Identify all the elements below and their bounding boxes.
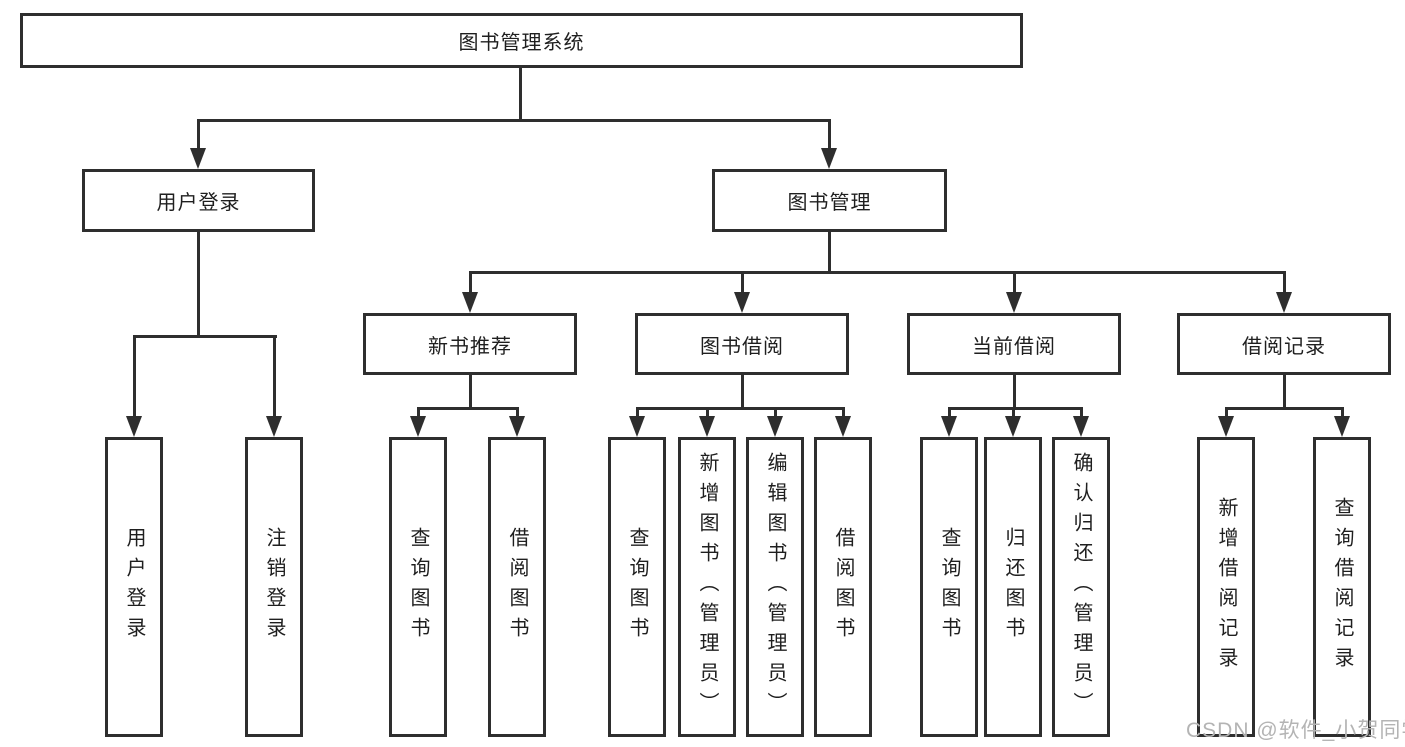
connector [636,407,845,410]
leaf-borrow-books: 借阅图书 [814,437,872,737]
node-user-login-label: 用户登录 [156,192,241,214]
connector [1283,375,1286,407]
connector [828,232,831,271]
connector [636,407,639,416]
arrowhead [1005,416,1021,437]
leaf-add-books-admin-label: 新增图书（管理员） [696,452,718,722]
leaf-query-books-current-label: 查询图书 [938,527,960,647]
connector [1012,407,1015,416]
leaf-query-books-borrowing: 查询图书 [608,437,666,737]
arrowhead [629,416,645,437]
arrowhead [509,416,525,437]
leaf-add-borrow-record: 新增借阅记录 [1197,437,1255,737]
connector [469,375,472,407]
connector [741,271,744,292]
leaf-query-books-recommend: 查询图书 [389,437,447,737]
node-borrowing-records: 借阅记录 [1177,313,1391,375]
arrowhead [266,416,282,437]
connector [1013,375,1016,407]
connector [197,119,831,122]
connector [948,407,1083,410]
connector [1013,271,1016,292]
arrowhead [1276,292,1292,313]
connector [706,407,709,416]
leaf-return-books-label: 归还图书 [1002,527,1024,647]
arrowhead [1218,416,1234,437]
leaf-return-books: 归还图书 [984,437,1042,737]
connector [1080,407,1083,416]
connector [828,119,831,148]
leaf-borrow-books-label: 借阅图书 [832,527,854,647]
node-root-label: 图书管理系统 [458,32,585,54]
arrowhead [126,416,142,437]
arrowhead [1006,292,1022,313]
arrowhead [1073,416,1089,437]
leaf-add-books-admin: 新增图书（管理员） [678,437,736,737]
node-book-management-label: 图书管理 [787,192,872,214]
leaf-confirm-return-admin: 确认归还（管理员） [1052,437,1110,737]
connector [469,271,472,292]
connector [273,335,276,416]
connector [1225,407,1344,410]
leaf-borrow-books-recommend: 借阅图书 [488,437,546,737]
arrowhead [462,292,478,313]
leaf-query-borrow-record-label: 查询借阅记录 [1331,497,1353,677]
connector [741,375,744,407]
arrowhead [699,416,715,437]
connector [1283,271,1286,292]
connector [197,119,200,148]
arrowhead [1334,416,1350,437]
connector [133,335,136,416]
leaf-user-login-label: 用户登录 [123,527,145,647]
node-user-login: 用户登录 [82,169,315,232]
arrowhead [734,292,750,313]
leaf-edit-books-admin-label: 编辑图书（管理员） [764,452,786,722]
node-new-book-recommend: 新书推荐 [363,313,577,375]
leaf-add-borrow-record-label: 新增借阅记录 [1215,497,1237,677]
arrowhead [821,148,837,169]
node-borrowing-records-label: 借阅记录 [1242,335,1326,358]
node-current-borrowing: 当前借阅 [907,313,1121,375]
connector [519,68,522,119]
connector [948,407,951,416]
leaf-edit-books-admin: 编辑图书（管理员） [746,437,804,737]
node-book-borrowing-label: 图书借阅 [700,335,784,358]
arrowhead [941,416,957,437]
leaf-query-books-current: 查询图书 [920,437,978,737]
connector [469,271,1286,274]
connector [842,407,845,416]
node-new-book-recommend-label: 新书推荐 [428,335,512,358]
watermark: CSDN @软件_小贺同学 [1186,719,1405,742]
connector [516,407,519,416]
node-root: 图书管理系统 [20,13,1023,68]
node-book-management: 图书管理 [712,169,947,232]
leaf-query-borrow-record: 查询借阅记录 [1313,437,1371,737]
leaf-borrow-books-recommend-label: 借阅图书 [506,527,528,647]
connector [774,407,777,416]
arrowhead [835,416,851,437]
connector [1225,407,1228,416]
leaf-logout-label: 注销登录 [263,527,285,647]
connector [1341,407,1344,416]
node-current-borrowing-label: 当前借阅 [972,335,1056,358]
arrowhead [410,416,426,437]
leaf-confirm-return-admin-label: 确认归还（管理员） [1070,452,1092,722]
connector [197,232,200,335]
connector [417,407,519,410]
leaf-logout: 注销登录 [245,437,303,737]
leaf-query-books-recommend-label: 查询图书 [407,527,429,647]
leaf-user-login: 用户登录 [105,437,163,737]
node-book-borrowing: 图书借阅 [635,313,849,375]
connector [133,335,277,338]
connector [417,407,420,416]
arrowhead [767,416,783,437]
leaf-query-books-borrowing-label: 查询图书 [626,527,648,647]
arrowhead [190,148,206,169]
